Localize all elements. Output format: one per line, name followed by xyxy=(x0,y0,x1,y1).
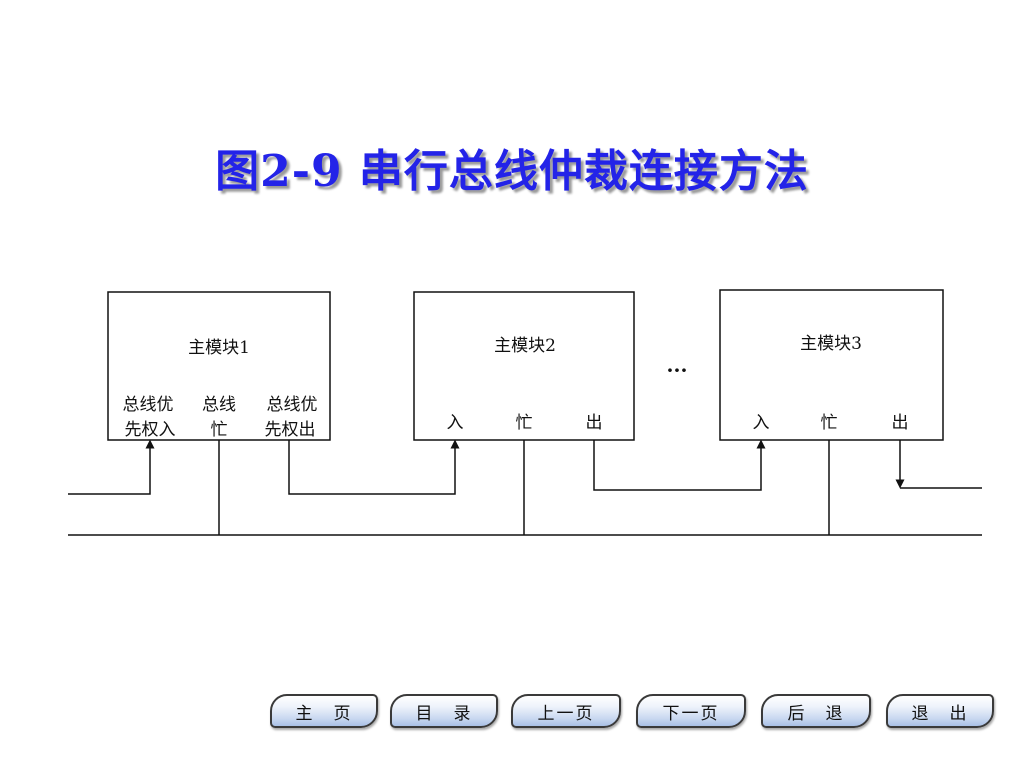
back-button[interactable]: 后 退 xyxy=(761,694,871,728)
module-2-box xyxy=(413,291,635,441)
module-1-priority-in-line xyxy=(68,439,155,495)
module-2-to-3-priority-line xyxy=(593,439,766,491)
module-1-priority-out-label-1: 总线优 xyxy=(267,395,318,415)
contents-button[interactable]: 目 录 xyxy=(390,694,498,728)
module-1-priority-out-label-2: 先权出 xyxy=(265,420,316,440)
module-3-box xyxy=(719,289,944,441)
module-3-out-label: 出 xyxy=(892,413,909,433)
module-1-busy-label-2: 忙 xyxy=(211,420,228,440)
navigation-bar: 主 页 目 录 上一页 下一页 后 退 退 出 xyxy=(0,694,1024,730)
more-modules-ellipsis: ··· xyxy=(667,358,688,382)
module-3-title: 主模块3 xyxy=(800,334,862,354)
slide-title: 图2-9 串行总线仲裁连接方法 xyxy=(215,146,809,197)
module-1-priority-in-label-2: 先权入 xyxy=(125,420,176,440)
module-1-box xyxy=(107,291,331,441)
module-2-in-label: 入 xyxy=(447,413,464,433)
home-button[interactable]: 主 页 xyxy=(270,694,378,728)
module-3-busy-label: 忙 xyxy=(821,413,838,433)
module-1-title: 主模块1 xyxy=(188,338,250,358)
module-1-busy-label-1: 总线 xyxy=(202,395,236,415)
next-page-button[interactable]: 下一页 xyxy=(636,694,746,728)
module-2-out-label: 出 xyxy=(586,413,603,433)
module-1-to-2-priority-line xyxy=(288,439,460,495)
exit-button[interactable]: 退 出 xyxy=(886,694,994,728)
module-1-priority-in-label-1: 总线优 xyxy=(123,395,174,415)
previous-page-button[interactable]: 上一页 xyxy=(511,694,621,728)
module-2-busy-label: 忙 xyxy=(516,413,533,433)
module-3-in-label: 入 xyxy=(753,413,770,433)
module-2-title: 主模块2 xyxy=(494,336,556,356)
